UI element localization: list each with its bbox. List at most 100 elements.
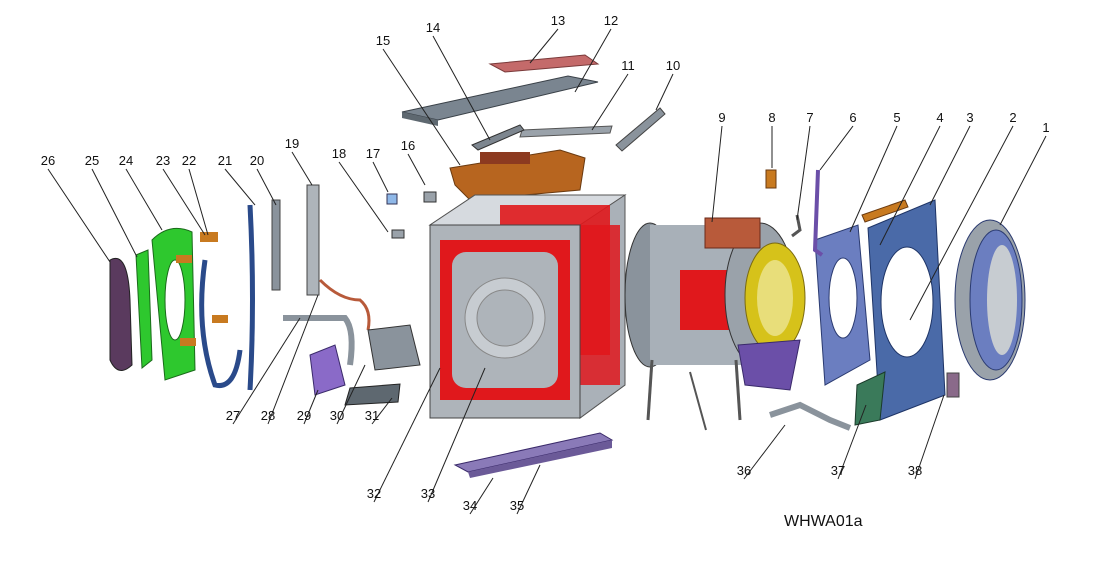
callout-36: 36 [737, 463, 751, 478]
callout-38: 38 [908, 463, 922, 478]
part-valve-36 [769, 401, 852, 431]
part-inner-door-frame [814, 224, 871, 386]
callout-4: 4 [936, 110, 943, 125]
callout-35: 35 [510, 498, 524, 513]
leader-line-30 [336, 364, 366, 425]
part-base-35 [453, 432, 614, 478]
callout-27: 27 [226, 408, 240, 423]
part-rail-11 [519, 125, 613, 138]
callout-23: 23 [156, 153, 170, 168]
part-hose-22 [199, 259, 243, 389]
leader-line-18 [338, 161, 389, 233]
part-pump-29 [309, 344, 346, 396]
callout-8: 8 [768, 110, 775, 125]
part-bracket-19 [306, 184, 320, 296]
callout-19: 19 [285, 136, 299, 151]
leader-line-25 [91, 168, 138, 258]
leader-line-13 [529, 28, 559, 64]
leader-line-21 [224, 168, 256, 206]
callout-32: 32 [367, 486, 381, 501]
leader-line-20 [256, 168, 277, 206]
part-fittings-23 [176, 232, 228, 346]
leader-line-22 [188, 168, 209, 236]
callout-numbers: 1234567891011121314151617181920212223242… [41, 13, 1050, 513]
callout-16: 16 [401, 138, 415, 153]
callout-2: 2 [1009, 110, 1016, 125]
part-strip-20 [271, 199, 281, 291]
part-hose-21 [247, 204, 255, 391]
leader-line-27 [232, 317, 301, 425]
callout-22: 22 [182, 153, 196, 168]
callout-14: 14 [426, 20, 440, 35]
part-small-7 [791, 214, 802, 238]
callout-9: 9 [718, 110, 725, 125]
part-dampers [646, 359, 742, 431]
leader-line-17 [372, 161, 389, 193]
leader-line-23 [162, 168, 206, 236]
part-side-panel-26 [109, 257, 133, 371]
part-porthole-door [954, 219, 1026, 381]
leader-line-28 [267, 294, 319, 425]
leader-line-2 [909, 125, 1014, 321]
part-control-board [449, 149, 586, 201]
callout-37: 37 [831, 463, 845, 478]
leader-line-33 [427, 367, 486, 503]
part-heater-30 [367, 324, 421, 371]
leader-line-14 [432, 35, 491, 141]
leader-line-19 [291, 151, 313, 186]
callout-34: 34 [463, 498, 477, 513]
part-gasket-25 [135, 249, 153, 369]
part-pipe-27 [283, 315, 355, 366]
part-plate-31 [344, 383, 401, 406]
leader-line-34 [469, 477, 494, 515]
callout-28: 28 [261, 408, 275, 423]
part-filter-37 [854, 371, 886, 426]
leader-line-1 [999, 135, 1047, 226]
part-bracket-14 [471, 124, 525, 151]
leader-line-32 [373, 367, 441, 503]
callout-17: 17 [366, 146, 380, 161]
callout-24: 24 [119, 153, 133, 168]
leader-line-3 [929, 125, 971, 206]
part-hinge-4 [861, 199, 909, 223]
callout-15: 15 [376, 33, 390, 48]
leader-line-35 [516, 464, 541, 515]
callout-29: 29 [297, 408, 311, 423]
part-hinge-rod-6 [812, 169, 824, 257]
leader-lines [47, 28, 1047, 515]
leader-line-11 [591, 73, 629, 131]
leader-line-38 [914, 394, 945, 480]
leader-line-26 [47, 168, 111, 263]
callout-18: 18 [332, 146, 346, 161]
leader-line-15 [382, 48, 461, 166]
leader-line-7 [796, 125, 811, 221]
callout-13: 13 [551, 13, 565, 28]
callout-1: 1 [1042, 120, 1049, 135]
drawing-code-label: WHWA01a [784, 513, 863, 530]
part-top-panel [401, 75, 599, 126]
leader-line-16 [407, 153, 426, 186]
leader-line-5 [849, 125, 898, 233]
part-sensor-8 [765, 169, 777, 189]
part-seal-24 [151, 227, 196, 381]
leader-line-12 [574, 28, 612, 93]
leader-line-6 [819, 125, 854, 171]
part-front-panel [429, 224, 581, 419]
callout-20: 20 [250, 153, 264, 168]
leader-line-31 [371, 397, 393, 425]
part-wire-28 [318, 278, 371, 331]
callout-6: 6 [849, 110, 856, 125]
callout-5: 5 [893, 110, 900, 125]
leader-line-24 [125, 168, 163, 231]
leader-line-36 [743, 424, 786, 480]
part-clips-16-18 [386, 191, 437, 239]
callout-7: 7 [806, 110, 813, 125]
leader-line-10 [655, 73, 674, 111]
part-foot-38 [946, 372, 960, 398]
callout-26: 26 [41, 153, 55, 168]
callout-25: 25 [85, 153, 99, 168]
part-top-cover-pad [488, 54, 600, 73]
callout-31: 31 [365, 408, 379, 423]
callout-11: 11 [621, 58, 635, 73]
